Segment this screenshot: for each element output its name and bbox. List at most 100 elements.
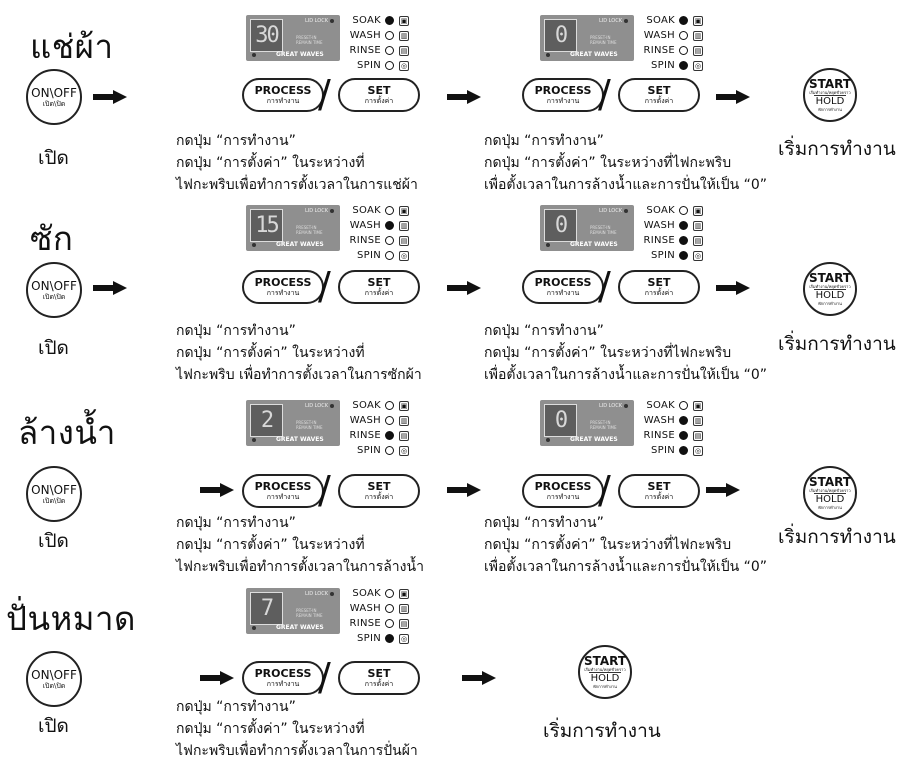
slash-separator: / — [318, 264, 331, 308]
step-label: RINSE — [349, 618, 381, 629]
power-button[interactable]: ON\OFF เปิด\ปิด — [26, 69, 82, 125]
mode-title-soak: แช่ผ้า — [30, 27, 114, 66]
step-icon: ▥ — [399, 603, 409, 614]
lid-lock-label: LID LOCK — [304, 208, 328, 214]
start-sublabel: เริ่มทำงาน/หยุดชั่วคราว — [584, 667, 626, 672]
preset-line: REMAIN TIME — [296, 230, 323, 235]
power-button[interactable]: ON\OFF เปิด\ปิด — [26, 466, 82, 522]
hold-sublabel: พักการทำงาน — [818, 107, 842, 112]
step-row: RINSE▤ — [638, 233, 703, 248]
step-label: WASH — [349, 603, 381, 614]
preset-line: REMAIN TIME — [590, 425, 617, 430]
set-button-label: SET — [647, 276, 671, 289]
power-button-sublabel: เปิด\ปิด — [42, 681, 66, 690]
instruction-note: กดปุ่ม “การทำงาน” กดปุ่ม “การตั้งค่า” ใน… — [484, 320, 767, 386]
set-button-sublabel: การตั้งค่า — [644, 97, 674, 105]
note-line: กดปุ่ม “การตั้งค่า” ในระหว่างที่ — [176, 345, 365, 361]
step-icon: ▥ — [693, 415, 703, 426]
step-icon: ▣ — [399, 205, 409, 216]
step-indicators: SOAK▣WASH▥RINSE▤SPIN◎ — [638, 13, 703, 73]
step-row: SOAK▣ — [344, 13, 409, 28]
preset-line: REMAIN TIME — [296, 613, 323, 618]
step-label: SOAK — [646, 205, 675, 216]
process-button-label: PROCESS — [534, 480, 592, 493]
step-indicator-light — [679, 16, 688, 25]
step-indicator-light — [385, 16, 394, 25]
step-indicator-light — [385, 251, 394, 260]
process-button-label: PROCESS — [534, 84, 592, 97]
lid-lock-label: LID LOCK — [304, 591, 328, 597]
step-icon: ▤ — [399, 430, 409, 441]
process-button-label: PROCESS — [254, 667, 312, 680]
mode-title-wash: ซัก — [30, 219, 74, 258]
start-hold-button[interactable]: START เริ่มทำงาน/หยุดชั่วคราว HOLD พักกา… — [803, 262, 857, 316]
start-sublabel: เริ่มทำงาน/หยุดชั่วคราว — [809, 488, 851, 493]
step-label: RINSE — [349, 45, 381, 56]
lid-lock-label: LID LOCK — [304, 18, 328, 24]
arrow-right-icon — [716, 281, 750, 295]
set-button-label: SET — [367, 84, 391, 97]
lid-lock-indicator: LID LOCK — [599, 208, 628, 214]
process-button-label: PROCESS — [254, 276, 312, 289]
power-button-sublabel: เปิด\ปิด — [42, 99, 66, 108]
instruction-note: กดปุ่ม “การทำงาน” กดปุ่ม “การตั้งค่า” ใน… — [176, 512, 424, 578]
step-row: RINSE▤ — [638, 428, 703, 443]
panel-dot — [252, 243, 256, 247]
lid-lock-indicator: LID LOCK — [305, 208, 334, 214]
instruction-note: กดปุ่ม “การทำงาน” กดปุ่ม “การตั้งค่า” ใน… — [176, 320, 422, 386]
step-row: SPIN◎ — [344, 248, 409, 263]
arrow-right-icon — [447, 90, 481, 104]
step-label: SPIN — [356, 633, 381, 644]
start-caption: เริ่มการทำงาน — [778, 333, 896, 355]
lid-lock-indicator: LID LOCK — [305, 18, 334, 24]
start-caption: เริ่มการทำงาน — [778, 526, 896, 548]
start-sublabel: เริ่มทำงาน/หยุดชั่วคราว — [809, 90, 851, 95]
brand-logo: GREAT WAVES — [570, 436, 618, 443]
power-button[interactable]: ON\OFF เปิด\ปิด — [26, 262, 82, 318]
step-indicator-light — [385, 236, 394, 245]
hold-sublabel: พักการทำงาน — [593, 684, 617, 689]
step-label: SOAK — [646, 15, 675, 26]
arrow-right-icon — [200, 483, 234, 497]
step-row: WASH▥ — [344, 28, 409, 43]
set-button-sublabel: การตั้งค่า — [644, 289, 674, 297]
start-hold-button[interactable]: START เริ่มทำงาน/หยุดชั่วคราว HOLD พักกา… — [803, 68, 857, 122]
time-digits: 30 — [250, 19, 283, 52]
preset-line: PRESET-IN — [590, 420, 611, 425]
step-indicator-light — [679, 251, 688, 260]
instruction-note: กดปุ่ม “การทำงาน” กดปุ่ม “การตั้งค่า” ใน… — [176, 696, 418, 762]
start-hold-button[interactable]: START เริ่มทำงาน/หยุดชั่วคราว HOLD พักกา… — [803, 466, 857, 520]
step-icon: ◎ — [693, 60, 703, 71]
start-hold-button[interactable]: START เริ่มทำงาน/หยุดชั่วคราว HOLD พักกา… — [578, 645, 632, 699]
step-row: SPIN◎ — [344, 58, 409, 73]
step-icon: ▤ — [693, 235, 703, 246]
time-digits: 0 — [544, 19, 577, 52]
hold-label: HOLD — [813, 493, 847, 505]
step-indicator-light — [679, 61, 688, 70]
power-button[interactable]: ON\OFF เปิด\ปิด — [26, 651, 82, 707]
slash-separator: / — [598, 468, 611, 512]
preset-line: REMAIN TIME — [296, 425, 323, 430]
step-label: WASH — [643, 30, 675, 41]
step-row: SOAK▣ — [638, 13, 703, 28]
